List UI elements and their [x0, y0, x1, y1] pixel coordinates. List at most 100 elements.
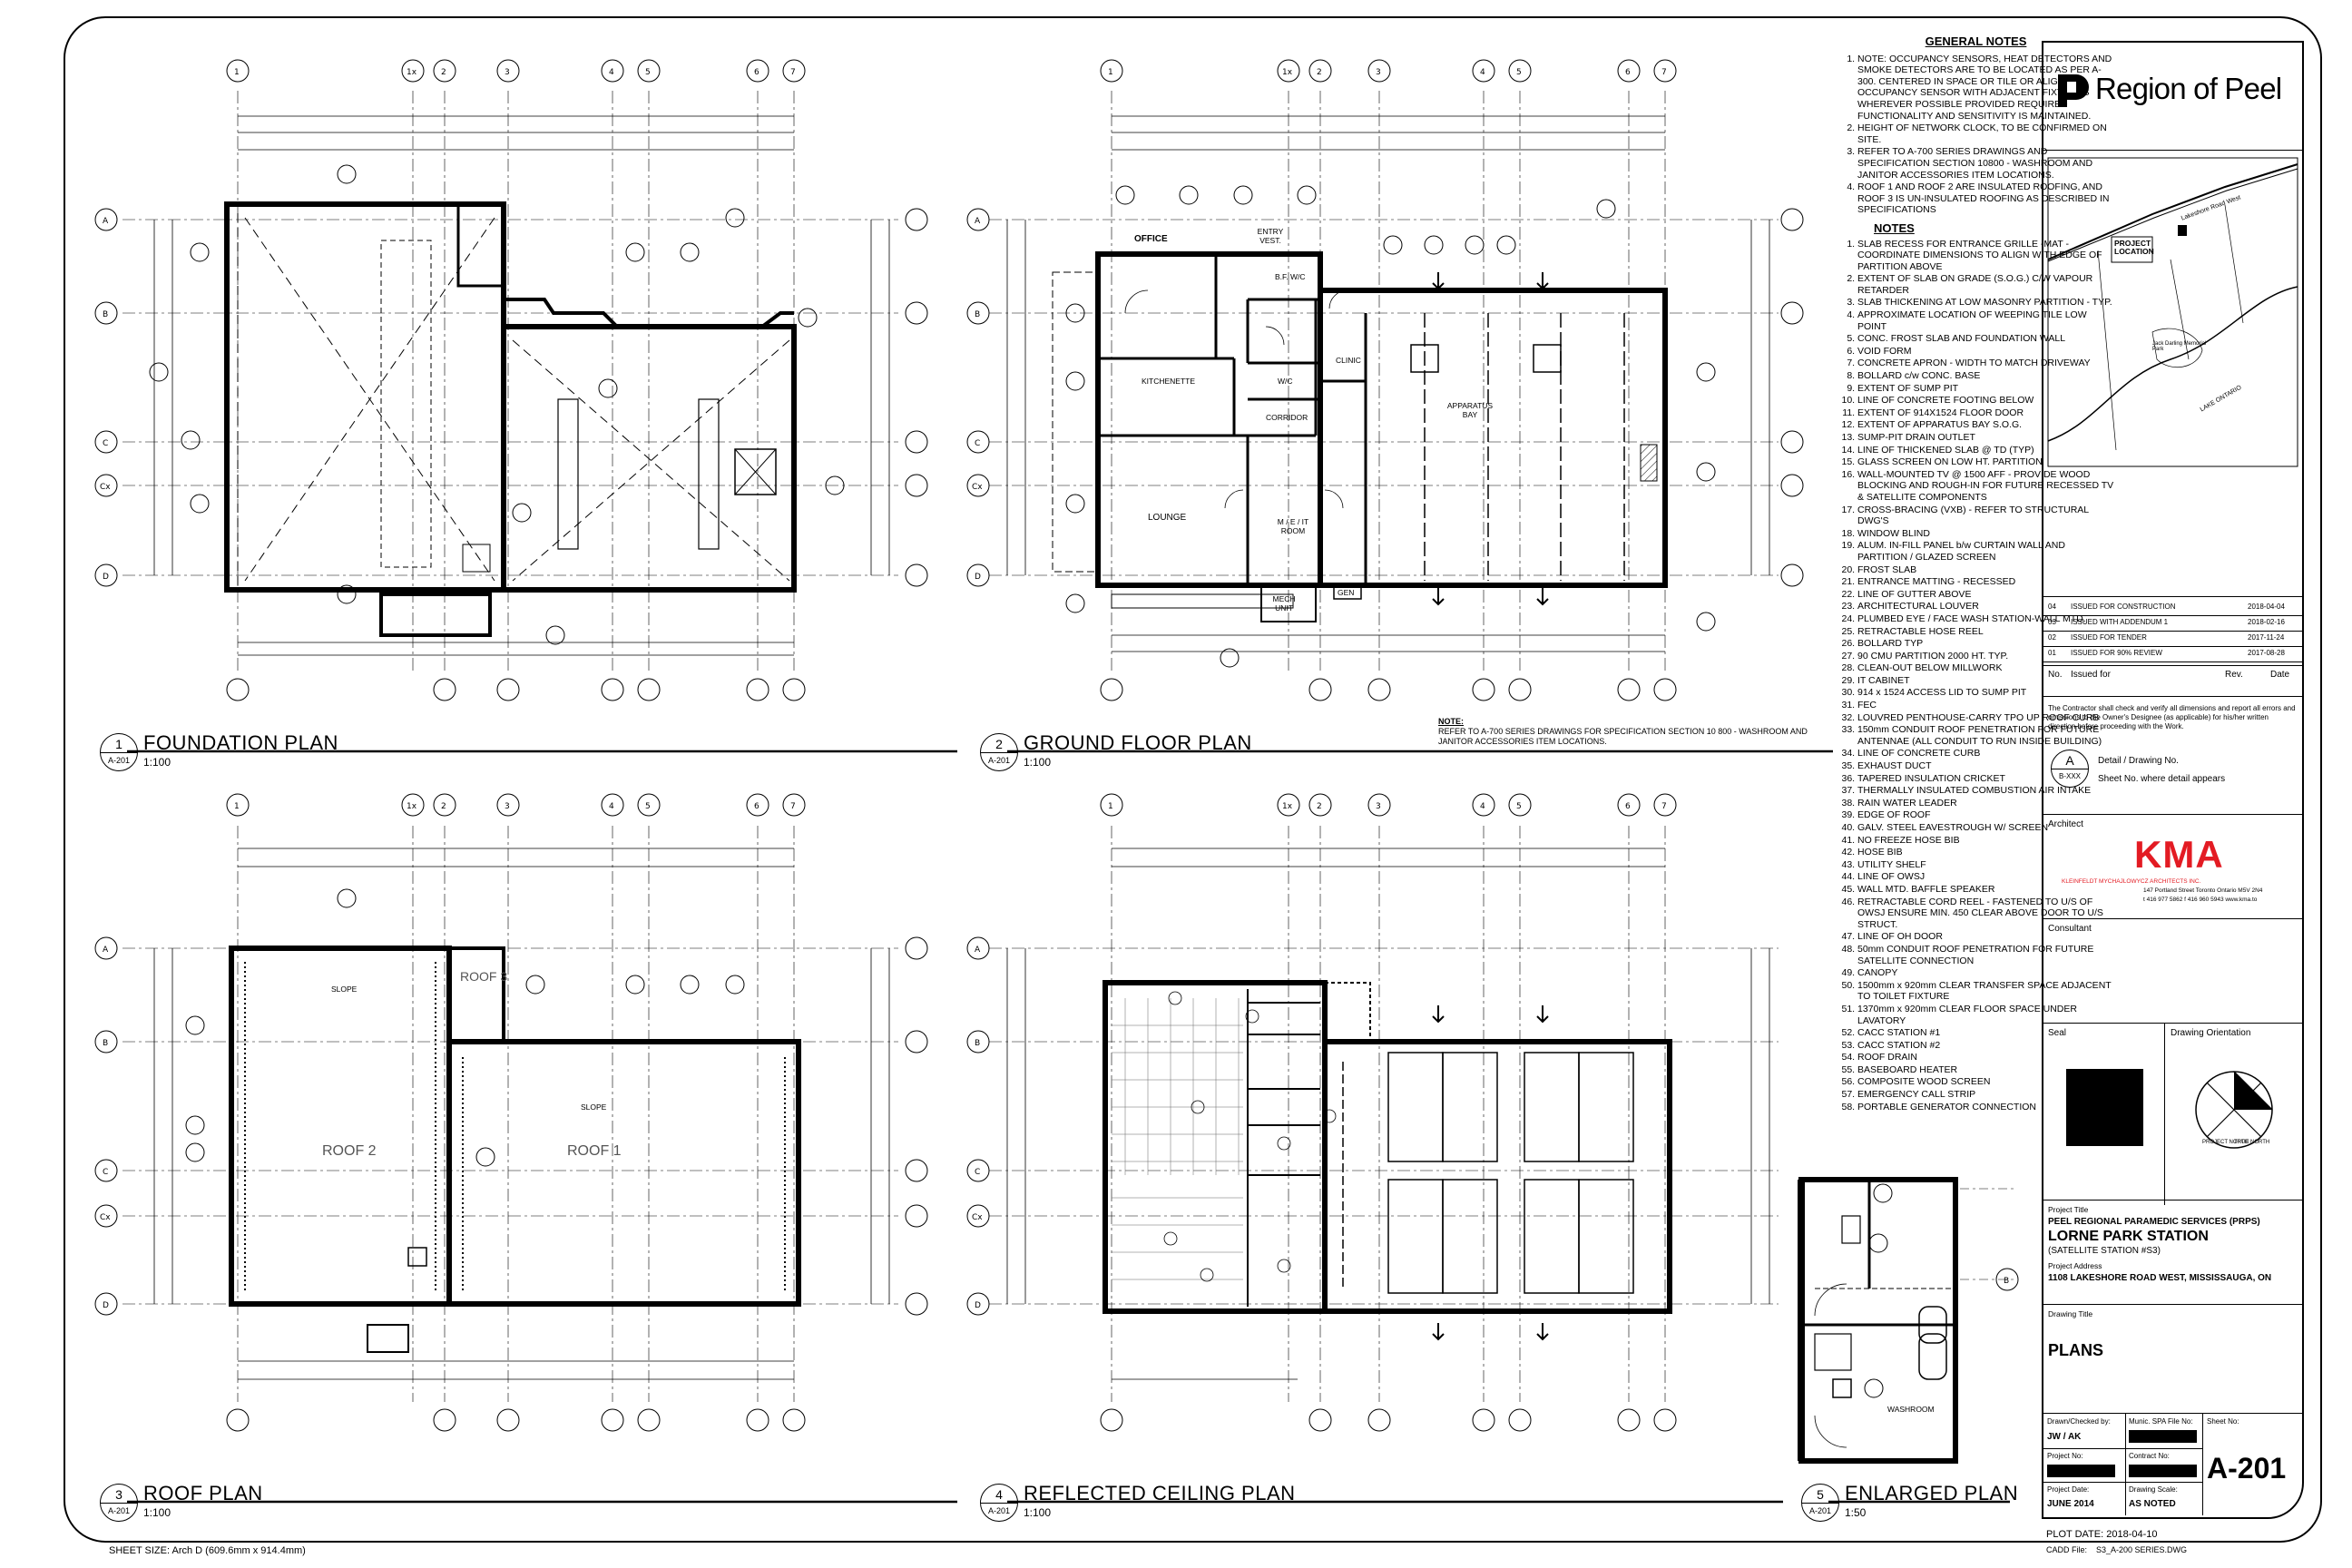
note-item: 1500mm x 920mm CLEAR TRANSFER SPACE ADJA… — [1857, 980, 2114, 1003]
issue-no: 03 — [2048, 618, 2056, 626]
note-item: NO FREEZE HOSE BIB — [1857, 835, 2114, 847]
svg-text:4: 4 — [609, 68, 614, 77]
note-item: ALUM. IN-FILL PANEL b/w CURTAIN WALL AND… — [1857, 540, 2114, 563]
architect-address: 147 Portland Street Toronto Ontario M5V … — [2143, 887, 2263, 894]
slope-label: SLOPE — [331, 985, 358, 994]
note-item: 914 x 1524 ACCESS LID TO SUMP PIT — [1857, 687, 2114, 699]
cadd-file: S3_A-200 SERIES.DWG — [2096, 1545, 2188, 1554]
date-label: Project Date: — [2047, 1485, 2090, 1494]
sheet-size: SHEET SIZE: Arch D (609.6mm x 914.4mm) — [109, 1545, 306, 1556]
svg-text:Cx: Cx — [100, 1213, 111, 1222]
note-item: UTILITY SHELF — [1857, 859, 2114, 871]
note-item: FEC — [1857, 700, 2114, 711]
scale-value: AS NOTED — [2129, 1499, 2176, 1509]
seal-label: Seal — [2048, 1028, 2067, 1038]
issue-col-no: No. — [2048, 670, 2063, 680]
svg-text:3: 3 — [505, 68, 510, 77]
note-item: LINE OF OWSJ — [1857, 871, 2114, 883]
issue-issued: ISSUED FOR CONSTRUCTION — [2071, 603, 2176, 611]
room-kitchenette: KITCHENETTE — [1142, 377, 1196, 386]
issue-issued: ISSUED WITH ADDENDUM 1 — [2071, 618, 2169, 626]
note-item: PORTABLE GENERATOR CONNECTION — [1857, 1102, 2114, 1113]
svg-text:A: A — [975, 946, 981, 955]
issue-col-date: Date — [2270, 670, 2290, 680]
note-item: CONCRETE APRON - WIDTH TO MATCH DRIVEWAY — [1857, 358, 2114, 369]
issue-no: 01 — [2048, 649, 2056, 657]
room-clinic: CLINIC — [1336, 356, 1361, 365]
note-item: THERMALLY INSULATED COMBUSTION AIR INTAK… — [1857, 785, 2114, 797]
svg-text:3: 3 — [505, 802, 510, 811]
note-item: APPROXIMATE LOCATION OF WEEPING TILE LOW… — [1857, 309, 2114, 332]
svg-text:6: 6 — [1625, 68, 1631, 77]
note-item: EDGE OF ROOF — [1857, 809, 2114, 821]
note-item: ARCHITECTURAL LOUVER — [1857, 601, 2114, 612]
drawing-title-block: Drawing Title PLANS — [2043, 1304, 2302, 1446]
ground-floor-plan — [966, 59, 1804, 701]
note-item: EXTENT OF SLAB ON GRADE (S.O.G.) C/W VAP… — [1857, 273, 2114, 296]
room-roof1: ROOF 1 — [567, 1143, 622, 1159]
plan-4-title: REFLECTED CEILING PLAN — [1024, 1482, 1296, 1504]
svg-text:4: 4 — [609, 802, 614, 811]
legend-line2: Sheet No. where detail appears — [2098, 774, 2226, 784]
note-item: 150mm CONDUIT ROOF PENETRATION FOR FUTUR… — [1857, 724, 2114, 747]
note-item: LINE OF CONCRETE CURB — [1857, 748, 2114, 760]
svg-text:3: 3 — [1376, 802, 1381, 811]
plan-5-title: ENLARGED PLAN — [1845, 1482, 2019, 1504]
note-item: LINE OF THICKENED SLAB @ TD (TYP) — [1857, 445, 2114, 456]
general-note-item: REFER TO A-700 SERIES DRAWINGS AND SPECI… — [1857, 146, 2114, 181]
general-note-item: HEIGHT OF NETWORK CLOCK, TO BE CONFIRMED… — [1857, 122, 2114, 145]
note-item: LINE OF CONCRETE FOOTING BELOW — [1857, 395, 2114, 407]
svg-text:4: 4 — [1480, 802, 1485, 811]
issue-col-rev: Rev. — [2225, 670, 2243, 680]
plan-1-scale: 1:100 — [143, 756, 172, 769]
ground-note-label: NOTE: — [1438, 717, 1464, 726]
note-item: CONC. FROST SLAB AND FOUNDATION WALL — [1857, 333, 2114, 345]
svg-text:Cx: Cx — [100, 483, 111, 492]
plan-5-scale: 1:50 — [1845, 1506, 1867, 1519]
svg-text:A: A — [103, 946, 109, 955]
note-item: ROOF DRAIN — [1857, 1052, 2114, 1063]
svg-text:D: D — [975, 1301, 981, 1310]
issue-no: 02 — [2048, 633, 2056, 642]
svg-text:1x: 1x — [407, 68, 417, 77]
drawn-label: Drawn/Checked by: — [2047, 1417, 2111, 1426]
map-project-location: PROJECT LOCATION — [2114, 239, 2154, 256]
sheet-label: Sheet No: — [2207, 1417, 2239, 1426]
note-item: VOID FORM — [1857, 346, 2114, 358]
note-item: 50mm CONDUIT ROOF PENETRATION FOR FUTURE… — [1857, 944, 2114, 966]
spa-redacted — [2129, 1430, 2197, 1443]
plan-2-title: GROUND FLOOR PLAN — [1024, 731, 1252, 754]
legend-line1: Detail / Drawing No. — [2098, 756, 2179, 766]
svg-text:B: B — [103, 310, 108, 319]
room-entry: ENTRY VEST. — [1257, 227, 1284, 245]
ground-note-text: REFER TO A-700 SERIES DRAWINGS FOR SPECI… — [1438, 727, 1808, 746]
issue-issued: ISSUED FOR TENDER — [2071, 633, 2147, 642]
svg-text:1: 1 — [234, 68, 240, 77]
plot-date: PLOT DATE: 2018-04-10 — [2046, 1529, 2158, 1540]
note-item: GALV. STEEL EAVESTROUGH W/ SCREEN — [1857, 822, 2114, 834]
issue-date: 2017-11-24 — [2248, 633, 2285, 642]
issue-col-issued: Issued for — [2071, 670, 2111, 680]
svg-text:D: D — [103, 1301, 109, 1310]
note-item: FROST SLAB — [1857, 564, 2114, 576]
note-item: RETRACTABLE HOSE REEL — [1857, 626, 2114, 638]
svg-text:D: D — [975, 573, 981, 582]
room-apparatus: APPARATUS BAY — [1446, 401, 1494, 419]
issue-date: 2018-02-16 — [2248, 618, 2285, 626]
note-item: WALL-MOUNTED TV @ 1500 AFF - PROVIDE WOO… — [1857, 469, 2114, 504]
spa-label: Munic. SPA File No: — [2129, 1417, 2193, 1426]
note-item: EXHAUST DUCT — [1857, 760, 2114, 772]
general-note-item: ROOF 1 AND ROOF 2 ARE INSULATED ROOFING,… — [1857, 181, 2114, 216]
note-item: SUMP-PIT DRAIN OUTLET — [1857, 432, 2114, 444]
project-line2: LORNE PARK STATION — [2048, 1229, 2209, 1244]
svg-text:5: 5 — [1516, 68, 1522, 77]
room-wc: W/C — [1278, 377, 1293, 386]
legend-bubble: A B-XXX — [2051, 750, 2089, 788]
issue-date: 2017-08-28 — [2248, 649, 2285, 657]
note-item: LOUVRED PENTHOUSE-CARRY TPO UP ROOF CURB — [1857, 712, 2114, 724]
note-item: 90 CMU PARTITION 2000 HT. TYP. — [1857, 651, 2114, 662]
